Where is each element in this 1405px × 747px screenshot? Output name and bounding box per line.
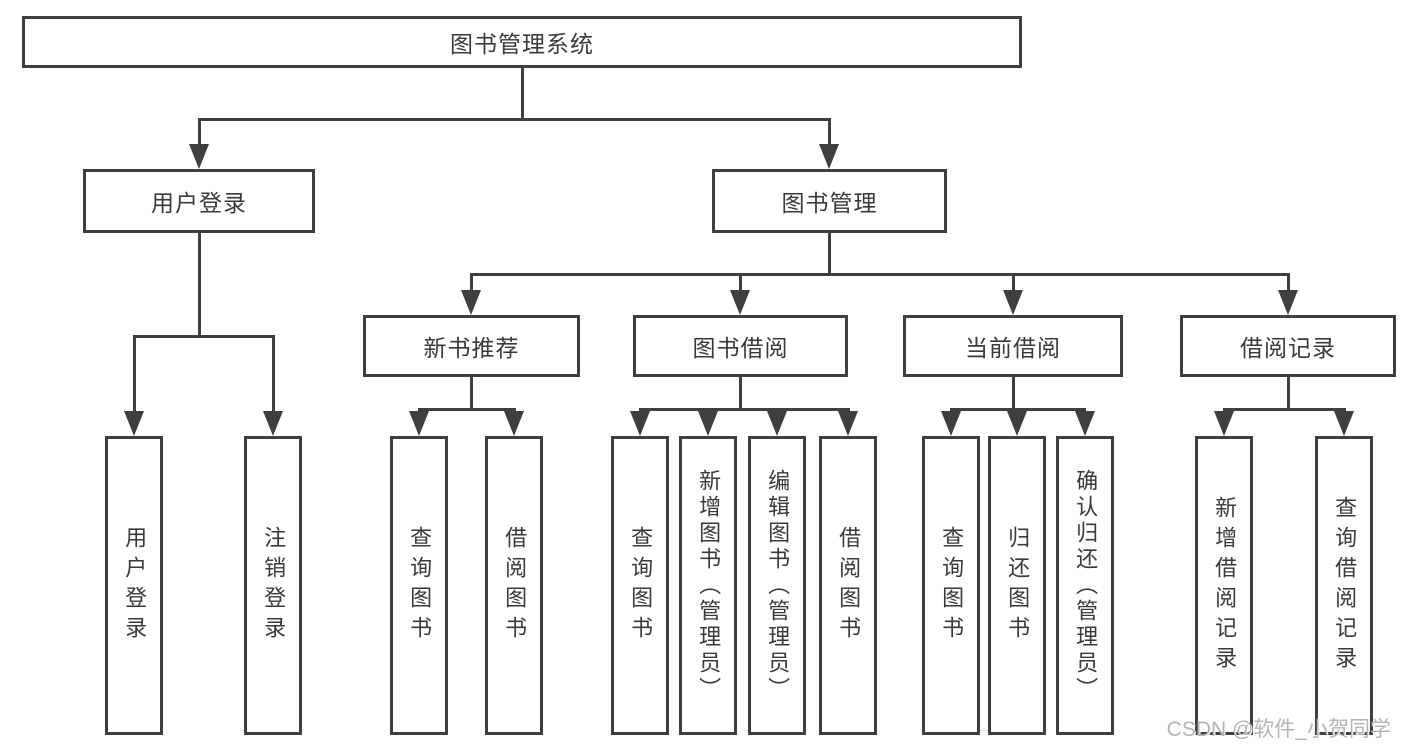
leaf-borrow-books-recommend: 借阅图书 <box>485 436 543 735</box>
leaf-return-books-label: 归还图书 <box>1005 525 1031 646</box>
node-library-system: 图书管理系统 <box>22 16 1022 68</box>
edge-drop-book-management <box>828 118 831 146</box>
leaf-logout-label: 注销登录 <box>261 525 287 646</box>
edge-drop-leaf-user-login <box>133 335 136 412</box>
leaf-confirm-return-admin-label: 确认归还（管理员） <box>1073 468 1099 703</box>
leaf-query-borrow-record-label: 查询借阅记录 <box>1332 495 1358 676</box>
arrowhead-edit-books <box>767 411 787 436</box>
edge-drop-current-borrow <box>1012 273 1015 292</box>
edge-drop-borrow-records <box>1287 273 1290 292</box>
leaf-add-books-admin-label: 新增图书（管理员） <box>696 468 722 703</box>
node-book-borrowing: 图书借阅 <box>633 315 848 377</box>
leaf-add-borrow-record-label: 新增借阅记录 <box>1212 495 1238 676</box>
edge-new-book-stem <box>470 377 473 408</box>
leaf-query-borrow-record: 查询借阅记录 <box>1315 436 1373 735</box>
arrowhead-current-borrow <box>1003 290 1023 315</box>
edge-book-borrow-bus <box>639 408 850 411</box>
edge-borrow-records-stem <box>1287 377 1290 408</box>
leaf-borrow-books-label: 借阅图书 <box>836 525 862 646</box>
leaf-query-books-current-label: 查询图书 <box>939 525 965 646</box>
arrowhead-query-borrow-record <box>1334 411 1354 436</box>
edge-drop-leaf-logout <box>272 335 275 412</box>
edge-user-login-bus <box>133 335 275 338</box>
edge-root-stem <box>521 68 524 118</box>
leaf-borrow-books: 借阅图书 <box>819 436 877 735</box>
leaf-add-borrow-record: 新增借阅记录 <box>1195 436 1253 735</box>
arrowhead-confirm-return <box>1075 411 1095 436</box>
edge-current-borrow-bus <box>950 408 1086 411</box>
arrowhead-book-management <box>819 144 839 169</box>
watermark-text: CSDN @软件_小贺同学 <box>1166 718 1391 741</box>
node-new-book-recommendation: 新书推荐 <box>363 315 580 377</box>
edge-book-management-stem <box>828 233 831 273</box>
node-current-borrowing: 当前借阅 <box>903 315 1123 377</box>
node-book-management: 图书管理 <box>712 169 947 233</box>
arrowhead-borrow-records <box>1278 290 1298 315</box>
leaf-borrow-books-recommend-label: 借阅图书 <box>502 525 528 646</box>
leaf-query-books-recommend: 查询图书 <box>390 436 448 735</box>
leaf-add-books-admin: 新增图书（管理员） <box>679 436 737 735</box>
edge-new-book-bus <box>418 408 516 411</box>
leaf-edit-books-admin: 编辑图书（管理员） <box>748 436 806 735</box>
leaf-user-login: 用户登录 <box>105 436 163 735</box>
leaf-return-books: 归还图书 <box>988 436 1046 735</box>
edge-borrow-records-bus <box>1223 408 1346 411</box>
leaf-query-books-recommend-label: 查询图书 <box>407 525 433 646</box>
arrowhead-borrow-books-2 <box>838 411 858 436</box>
arrowhead-return-books <box>1007 411 1027 436</box>
edge-root-bus <box>198 118 831 121</box>
arrowhead-query-books-2 <box>630 411 650 436</box>
leaf-logout: 注销登录 <box>244 436 302 735</box>
leaf-query-books-current: 查询图书 <box>922 436 980 735</box>
edge-current-borrow-stem <box>1012 377 1015 408</box>
leaf-confirm-return-admin: 确认归还（管理员） <box>1056 436 1114 735</box>
arrowhead-borrow-books-1 <box>504 411 524 436</box>
edge-book-management-bus <box>470 273 1289 276</box>
leaf-query-books-borrow: 查询图书 <box>611 436 669 735</box>
arrowhead-query-books-3 <box>941 411 961 436</box>
arrowhead-user-login <box>189 144 209 169</box>
arrowhead-add-borrow-record <box>1214 411 1234 436</box>
arrowhead-leaf-logout <box>263 411 283 436</box>
edge-user-login-stem <box>198 233 201 335</box>
node-user-login: 用户登录 <box>83 169 315 233</box>
arrowhead-new-book <box>461 290 481 315</box>
edge-drop-user-login <box>198 118 201 146</box>
arrowhead-book-borrow <box>730 290 750 315</box>
leaf-edit-books-admin-label: 编辑图书（管理员） <box>765 468 791 703</box>
edge-drop-new-book <box>470 273 473 292</box>
edge-drop-book-borrow <box>739 273 742 292</box>
edge-book-borrow-stem <box>739 377 742 408</box>
node-borrowing-records: 借阅记录 <box>1180 315 1396 377</box>
arrowhead-add-books <box>698 411 718 436</box>
arrowhead-leaf-user-login <box>124 411 144 436</box>
leaf-user-login-label: 用户登录 <box>122 525 148 646</box>
arrowhead-query-books-1 <box>409 411 429 436</box>
leaf-query-books-borrow-label: 查询图书 <box>628 525 654 646</box>
